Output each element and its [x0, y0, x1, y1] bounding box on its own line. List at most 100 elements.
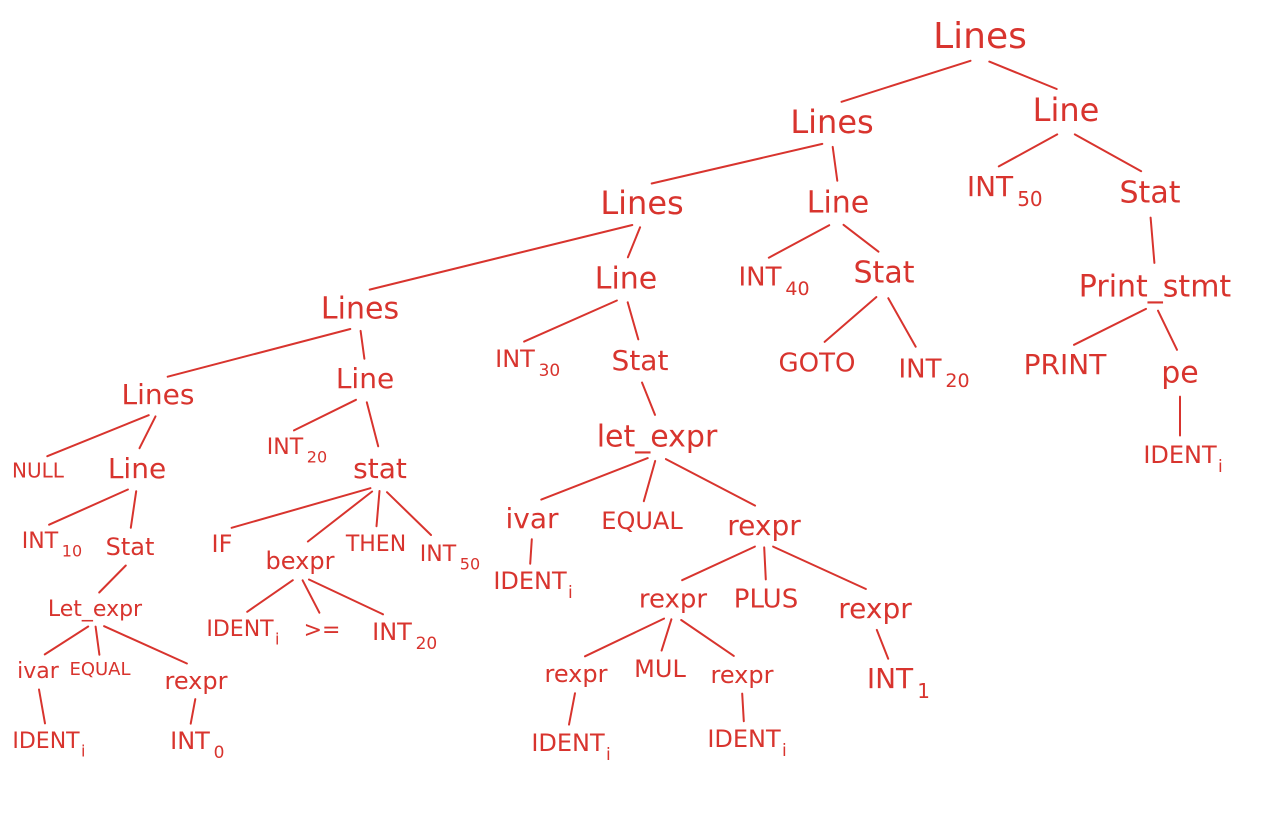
tree-node-line30: Line	[595, 262, 658, 297]
tree-node-int10: INT	[22, 529, 59, 554]
tree-node-rexpr10: rexpr	[165, 667, 228, 695]
tree-edge	[375, 490, 381, 528]
tree-node-subscript: 30	[539, 361, 561, 381]
tree-node-stat20: stat	[353, 452, 407, 485]
tree-node-stat40: Stat	[854, 256, 915, 291]
tree-node-int20c: INT	[372, 618, 412, 646]
tree-edge	[365, 401, 380, 448]
tree-node-subscript: 1	[917, 679, 930, 703]
tree-node-int1: INT	[867, 662, 914, 695]
tree-edge	[189, 698, 197, 725]
tree-node-ivar30: ivar	[505, 502, 559, 535]
tree-node-ident-d: IDENT	[707, 725, 781, 753]
tree-node-subscript: i	[782, 741, 787, 761]
tree-node-rexpr-d: rexpr	[711, 661, 774, 689]
tree-node-int40: INT	[739, 263, 782, 293]
tree-node-null: NULL	[12, 459, 65, 483]
tree-node-let10: Let_expr	[48, 597, 143, 622]
tree-edge	[38, 688, 46, 725]
tree-node-equal30: EQUAL	[601, 507, 683, 535]
tree-node-then: THEN	[345, 532, 406, 557]
tree-node-bexpr: bexpr	[266, 547, 335, 575]
tree-node-stat30: Stat	[612, 344, 669, 377]
tree-edge	[246, 579, 294, 613]
tree-node-l3: Lines	[321, 292, 399, 327]
tree-edge	[523, 299, 618, 343]
tree-node-line40: Line	[807, 186, 870, 221]
tree-node-rexpr-a: rexpr	[639, 585, 708, 615]
tree-node-subscript: 0	[214, 743, 225, 763]
tree-node-ivar10: ivar	[17, 659, 60, 684]
tree-node-if: IF	[212, 530, 233, 558]
tree-node-rexpr-c: rexpr	[545, 660, 608, 688]
tree-edge	[103, 625, 188, 665]
tree-node-ge: >=	[304, 618, 341, 643]
tree-edge	[642, 459, 657, 503]
tree-edge	[308, 578, 384, 616]
tree-node-rexpr30: rexpr	[727, 509, 801, 542]
tree-edge	[641, 381, 656, 416]
tree-edge	[46, 414, 150, 458]
tree-node-stat10: Stat	[106, 533, 155, 561]
tree-node-plus: PLUS	[734, 585, 798, 615]
tree-edge	[368, 224, 634, 291]
tree-node-ident-c: IDENT	[531, 729, 605, 757]
tree-node-root: Lines	[933, 16, 1027, 57]
tree-node-line10: Line	[108, 452, 166, 485]
tree-edge	[230, 487, 372, 529]
tree-edge	[988, 60, 1058, 90]
tree-edge	[129, 490, 138, 529]
tree-edge	[875, 628, 890, 660]
tree-edge	[359, 329, 366, 360]
tree-edge	[1149, 216, 1156, 264]
tree-edge	[741, 692, 745, 723]
tree-edge	[568, 692, 576, 726]
tree-edge	[664, 458, 757, 507]
tree-edge	[386, 491, 432, 536]
tree-node-l1: Lines	[790, 103, 873, 141]
tree-edge	[887, 297, 917, 348]
tree-node-int50: INT	[967, 170, 1014, 203]
tree-edge	[680, 619, 735, 657]
tree-node-int0: INT	[170, 727, 210, 755]
tree-node-subscript: 20	[416, 634, 438, 654]
tree-edge	[540, 457, 649, 501]
tree-node-l4: Lines	[122, 378, 195, 411]
tree-edge	[831, 145, 839, 182]
tree-node-subscript: 20	[307, 447, 327, 466]
tree-edge	[584, 617, 665, 658]
tree-node-line20: Line	[336, 362, 394, 395]
tree-node-subscript: i	[568, 583, 573, 603]
tree-edge	[138, 415, 157, 450]
tree-node-subscript: 50	[460, 554, 480, 573]
tree-edge	[767, 224, 831, 259]
tree-node-int50b: INT	[420, 542, 457, 567]
tree-node-mul: MUL	[634, 655, 686, 683]
tree-node-equal10: EQUAL	[69, 659, 130, 680]
tree-node-subscript: 20	[945, 370, 969, 392]
tree-node-ident-pe: IDENT	[1143, 441, 1217, 469]
tree-node-int20a: INT	[267, 435, 304, 460]
tree-edges	[38, 59, 1181, 726]
tree-node-stat50: Stat	[1120, 176, 1181, 211]
tree-node-int20b: INT	[899, 355, 942, 385]
tree-edge	[681, 545, 756, 582]
tree-node-subscript: i	[275, 629, 279, 648]
tree-node-pe: pe	[1161, 356, 1199, 391]
tree-edge	[842, 223, 880, 253]
tree-edge	[293, 398, 357, 432]
tree-node-ident-b: IDENT	[206, 617, 274, 642]
tree-edge	[840, 59, 972, 103]
tree-edge	[306, 490, 374, 543]
tree-edge	[98, 564, 127, 594]
tree-node-subscript: 10	[62, 541, 82, 560]
tree-node-goto: GOTO	[779, 349, 856, 379]
tree-edge	[43, 625, 90, 656]
tree-edge	[94, 625, 101, 656]
tree-edge	[1073, 133, 1143, 173]
tree-node-rexpr-b: rexpr	[838, 592, 912, 625]
tree-edge	[301, 579, 321, 614]
tree-node-int30: INT	[495, 345, 535, 373]
tree-edge	[626, 301, 640, 341]
